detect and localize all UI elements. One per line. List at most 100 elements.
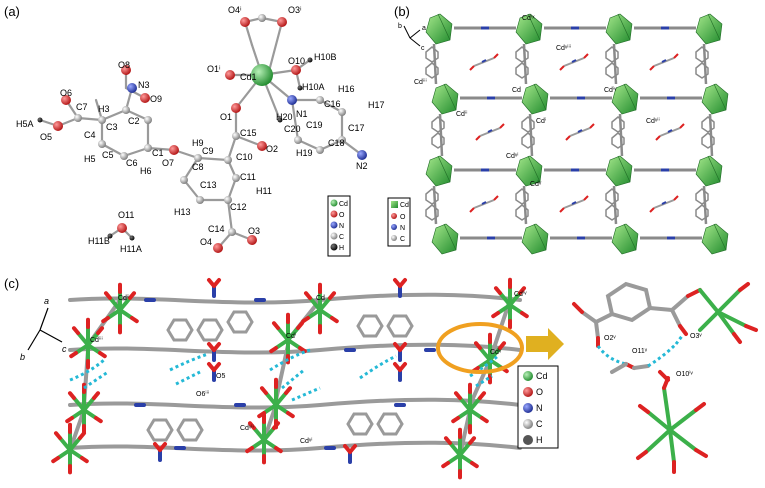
svg-text:H10B: H10B <box>314 52 337 62</box>
svg-text:C16: C16 <box>324 99 341 109</box>
polyhedron-edge <box>443 223 457 251</box>
chain-rod <box>68 342 522 355</box>
svg-text:Cdⁱˣ: Cdⁱˣ <box>522 14 535 22</box>
phenyl-ring <box>695 62 709 79</box>
svg-text:Cdⁱⁱⁱ: Cdⁱⁱⁱ <box>414 78 427 86</box>
o-end <box>494 286 502 295</box>
o-end <box>284 386 292 395</box>
highlight-ellipse <box>436 322 524 374</box>
polyhedron-edge <box>617 155 631 183</box>
panel-a: (a) <box>4 4 385 257</box>
svg-text:H3: H3 <box>98 104 110 114</box>
o-end <box>468 436 476 445</box>
svg-text:C20: C20 <box>284 124 301 134</box>
svg-text:H5: H5 <box>84 154 96 164</box>
svg-text:O: O <box>339 212 345 219</box>
svg-text:H11A: H11A <box>120 244 142 254</box>
svg-text:O8: O8 <box>118 60 130 70</box>
svg-text:Cdⁱ: Cdⁱ <box>536 117 546 125</box>
svg-text:H9: H9 <box>192 138 204 148</box>
cd-polyhedron <box>521 83 549 115</box>
svg-text:O6: O6 <box>60 88 72 98</box>
svg-text:Cdᵛ: Cdᵛ <box>490 349 502 356</box>
svg-text:C: C <box>339 234 344 241</box>
o-end <box>491 311 500 319</box>
svg-text:Cdⁱ: Cdⁱ <box>286 332 296 340</box>
svg-text:N3: N3 <box>138 80 150 90</box>
panel-c-tag: (c) <box>4 276 19 291</box>
polyhedron-edge <box>713 83 727 111</box>
hydrogen-bond <box>69 358 105 382</box>
guest-o <box>583 53 589 59</box>
polyhedron-edge <box>533 83 547 111</box>
cd-polyhedron <box>701 83 729 115</box>
polyhedron-edge <box>617 13 631 41</box>
aromatic-ring <box>376 412 404 436</box>
linker-rod <box>432 43 438 85</box>
guest-o <box>469 65 475 71</box>
o-end <box>94 416 103 424</box>
o-end <box>451 416 460 424</box>
svg-text:c: c <box>62 344 67 354</box>
svg-text:C: C <box>536 419 543 429</box>
o-end <box>272 421 280 430</box>
phenyl-ring <box>425 62 439 79</box>
guest-n <box>661 201 667 205</box>
guest-o <box>565 135 571 141</box>
guest-o <box>559 207 565 213</box>
panel-c-legend: Cd O N C H <box>517 365 559 449</box>
polyhedron-edge <box>437 13 451 41</box>
cd-atom <box>251 64 273 86</box>
o-end <box>69 351 78 359</box>
polyhedron-edge <box>707 155 721 183</box>
svg-text:O: O <box>400 214 406 221</box>
phenyl-ring <box>611 132 625 149</box>
polyhedron-edge <box>623 223 637 251</box>
svg-text:a: a <box>422 25 426 32</box>
o-end <box>518 286 526 295</box>
phenyl-ring <box>695 204 709 221</box>
svg-text:H10A: H10A <box>302 82 325 92</box>
cd-polyhedron <box>515 155 543 187</box>
linker-rod <box>702 43 708 85</box>
panel-c-framework <box>51 277 529 480</box>
guest-o <box>583 195 589 201</box>
o-end <box>520 311 529 319</box>
svg-text:Cdⁱⁱⁱ: Cdⁱⁱⁱ <box>90 336 103 344</box>
svg-text:C4: C4 <box>84 130 96 140</box>
polyhedron-edge <box>533 223 547 251</box>
o-end <box>296 321 304 330</box>
panel-c-inset: O2ᵛ O3ᵛ O11ᵛ O10ⁱᵛ <box>572 281 758 474</box>
hydrogen-bond <box>175 370 201 386</box>
svg-text:C12: C12 <box>230 202 247 212</box>
panel-c: (c) a c b Cdⁱⁱ Cd Cdⁱᵛ Cdⁱⁱⁱ Cdⁱ Cdᵛ O5 … <box>4 276 758 480</box>
svg-text:H17: H17 <box>368 100 385 110</box>
guest-o <box>673 53 679 59</box>
svg-text:Cdⁱᵛ: Cdⁱᵛ <box>514 290 527 298</box>
zoom-arrow <box>526 328 564 360</box>
cd-polyhedron <box>515 13 543 45</box>
svg-text:Cd: Cd <box>316 295 325 302</box>
guest-o <box>673 195 679 201</box>
o-end <box>328 291 336 300</box>
hydrogen-bond <box>83 370 109 390</box>
svg-text:C: C <box>400 236 405 243</box>
cd-polyhedron <box>425 155 453 187</box>
pendant-o <box>398 342 407 352</box>
o-end <box>68 391 76 400</box>
hydrogen-bond <box>269 348 311 372</box>
phenyl-ring <box>515 46 529 63</box>
phenyl-ring <box>431 116 445 133</box>
panel-a-labels: O4ⁱ O3ⁱ O1ⁱ Cd1 O10 H10B H10A H16 H17 N1… <box>16 5 385 254</box>
o-end <box>78 431 86 440</box>
svg-text:Cdⁱⁱ: Cdⁱⁱ <box>456 110 467 118</box>
panel-b-tag: (b) <box>394 4 410 19</box>
polyhedron-edge <box>527 13 541 41</box>
svg-text:Cd: Cd <box>512 87 521 94</box>
panel-b: (b) b a c Cdⁱˣ Cdᵛⁱⁱⁱ Cdⁱⁱⁱ Cd Cdⁱᵛ Cdⁱⁱ… <box>387 4 729 255</box>
svg-text:H11B: H11B <box>88 236 110 246</box>
svg-text:C15: C15 <box>240 128 257 138</box>
o-end <box>269 346 278 354</box>
aromatic-ring <box>226 310 254 334</box>
